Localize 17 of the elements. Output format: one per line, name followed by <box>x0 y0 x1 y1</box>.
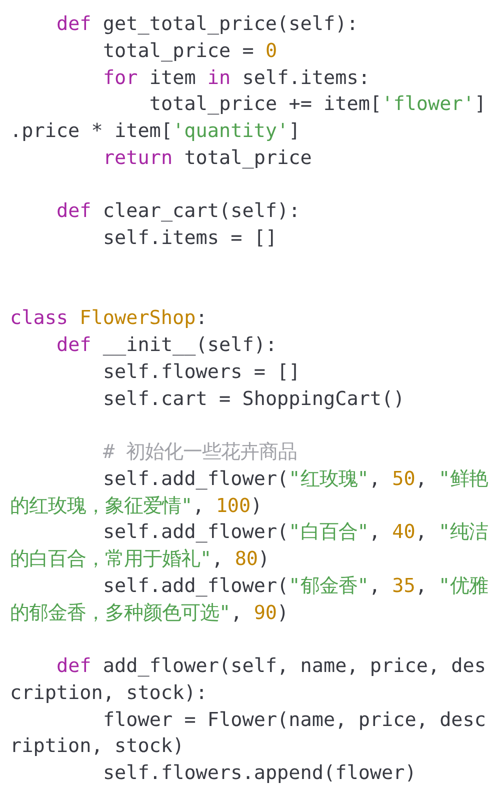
code-line: self.items = [] <box>102 225 278 251</box>
code-line: def clear_cart(self): <box>55 198 302 224</box>
code-line: class FlowerShop: <box>10 305 208 332</box>
code-line: def add_flower(self, name, price, description, stock): <box>10 653 487 706</box>
code-line: self.flowers.append(flower) <box>102 760 418 786</box>
code-line: self.add_flower("郁金香", 35, "优雅的郁金香，多种颜色可选", 90) <box>10 572 490 626</box>
code-line: flower = Flower(name, price, description, stock) <box>10 706 488 760</box>
code-line: return total_price <box>102 144 313 171</box>
code-line: total_price = 0 <box>102 38 278 64</box>
code-line: def __init__(self): <box>55 332 278 358</box>
code-line: self.cart = ShoppingCart() <box>102 386 406 412</box>
code-comment: # 初始化一些花卉商品 <box>102 439 298 465</box>
code-line: for item in self.items: <box>102 64 371 90</box>
code-line: def get_total_price(self): <box>55 11 360 37</box>
code-line: self.add_flower("红玫瑰", 50, "鲜艳的红玫瑰，象征爱情", 100) <box>10 466 490 518</box>
code-line: self.flowers = [] <box>102 358 302 385</box>
code-line: self.add_flower("白百合", 40, "纯洁的白百合，常用于婚礼", 80) <box>10 519 490 572</box>
